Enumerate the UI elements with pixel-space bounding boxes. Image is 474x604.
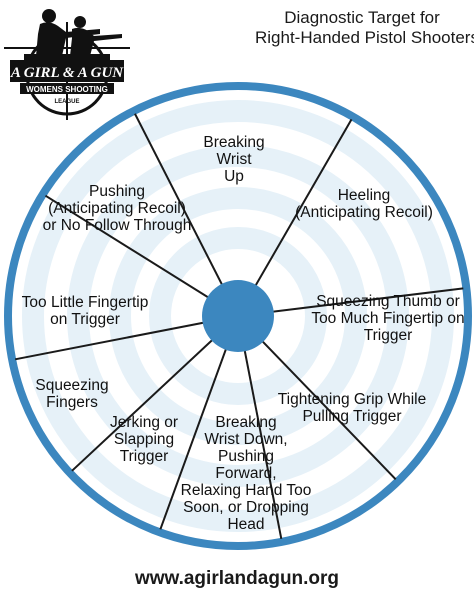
segment-label-4-line-2: Pulling Trigger (302, 408, 401, 425)
segment-label-8-line-1: Too Little Fingertip (22, 294, 149, 311)
segment-label-5-line-2: Wrist Down, (204, 431, 287, 448)
segment-label-5-line-3: Pushing (218, 448, 274, 465)
segment-label-5-line-6: Soon, or Dropping (183, 499, 309, 516)
divider-line-1 (134, 113, 239, 317)
segment-label-4-line-1: Tightening Grip While (278, 391, 426, 408)
shooters-silhouette-icon (24, 9, 122, 60)
divider-line-4 (237, 315, 397, 480)
segment-label-6-line-3: Trigger (120, 448, 169, 465)
segment-label-5-line-7: Head (227, 516, 264, 533)
divider-line-5 (237, 315, 283, 540)
page-title: Diagnostic Target for Right-Handed Pisto… (255, 8, 474, 48)
inner-ring-2 (67, 145, 409, 487)
segment-label-9-line-2: (Anticipating Recoil) (48, 200, 186, 217)
segment-label-9-line-3: or No Follow Through (43, 217, 192, 234)
segment-label-1-line-1: Breaking (203, 134, 264, 151)
segment-label-2-line-1: Heeling (338, 187, 391, 204)
divider-line-9 (44, 194, 239, 317)
bullseye (202, 280, 274, 352)
logo-subtitle: WOMENS SHOOTING (26, 85, 108, 94)
segment-label-5-line-5: Relaxing Hand Too (181, 482, 312, 499)
logo-banner (10, 60, 124, 82)
divider-line-7 (71, 315, 239, 472)
segment-label-6-line-2: Slapping (114, 431, 174, 448)
divider-line-3 (237, 287, 464, 317)
league-logo: A GIRL & A GUN WOMENS SHOOTING LEAGUE (4, 4, 130, 122)
segment-label-3-line-1: Squeezing Thumb or (316, 293, 460, 310)
logo-sub-banner (20, 83, 114, 94)
title-line-2: Right-Handed Pistol Shooters (255, 28, 474, 47)
segment-label-7-line-1: Squeezing (35, 377, 108, 394)
segment-label-6-line-1: Jerking or (110, 414, 178, 431)
logo-name: A GIRL & A GUN (10, 65, 124, 81)
segment-label-3-line-3: Trigger (364, 327, 413, 344)
segment-label-5-line-4: Forward, (215, 465, 276, 482)
segment-label-7-line-2: Fingers (46, 394, 98, 411)
outer-ring (4, 82, 472, 550)
divider-line-6 (159, 315, 239, 530)
divider-line-8 (14, 315, 239, 361)
inner-ring-4 (149, 227, 327, 405)
segment-label-3-line-2: Too Much Fingertip on (311, 310, 464, 327)
segment-label-2-line-2: (Anticipating Recoil) (295, 204, 433, 221)
segment-label-1-line-3: Up (224, 168, 244, 185)
divider-line-2 (237, 118, 353, 317)
segment-label-9-line-1: Pushing (89, 183, 145, 200)
segment-label-8-line-2: on Trigger (50, 311, 120, 328)
title-line-1: Diagnostic Target for (284, 8, 440, 27)
inner-ring-3 (109, 187, 367, 445)
logo-tagline: LEAGUE (54, 99, 79, 105)
inner-ring-1 (22, 100, 454, 532)
website-url: www.agirlandagun.org (134, 568, 340, 589)
segment-label-1-line-2: Wrist (216, 151, 252, 168)
segment-label-5-line-1: Breaking (215, 414, 276, 431)
